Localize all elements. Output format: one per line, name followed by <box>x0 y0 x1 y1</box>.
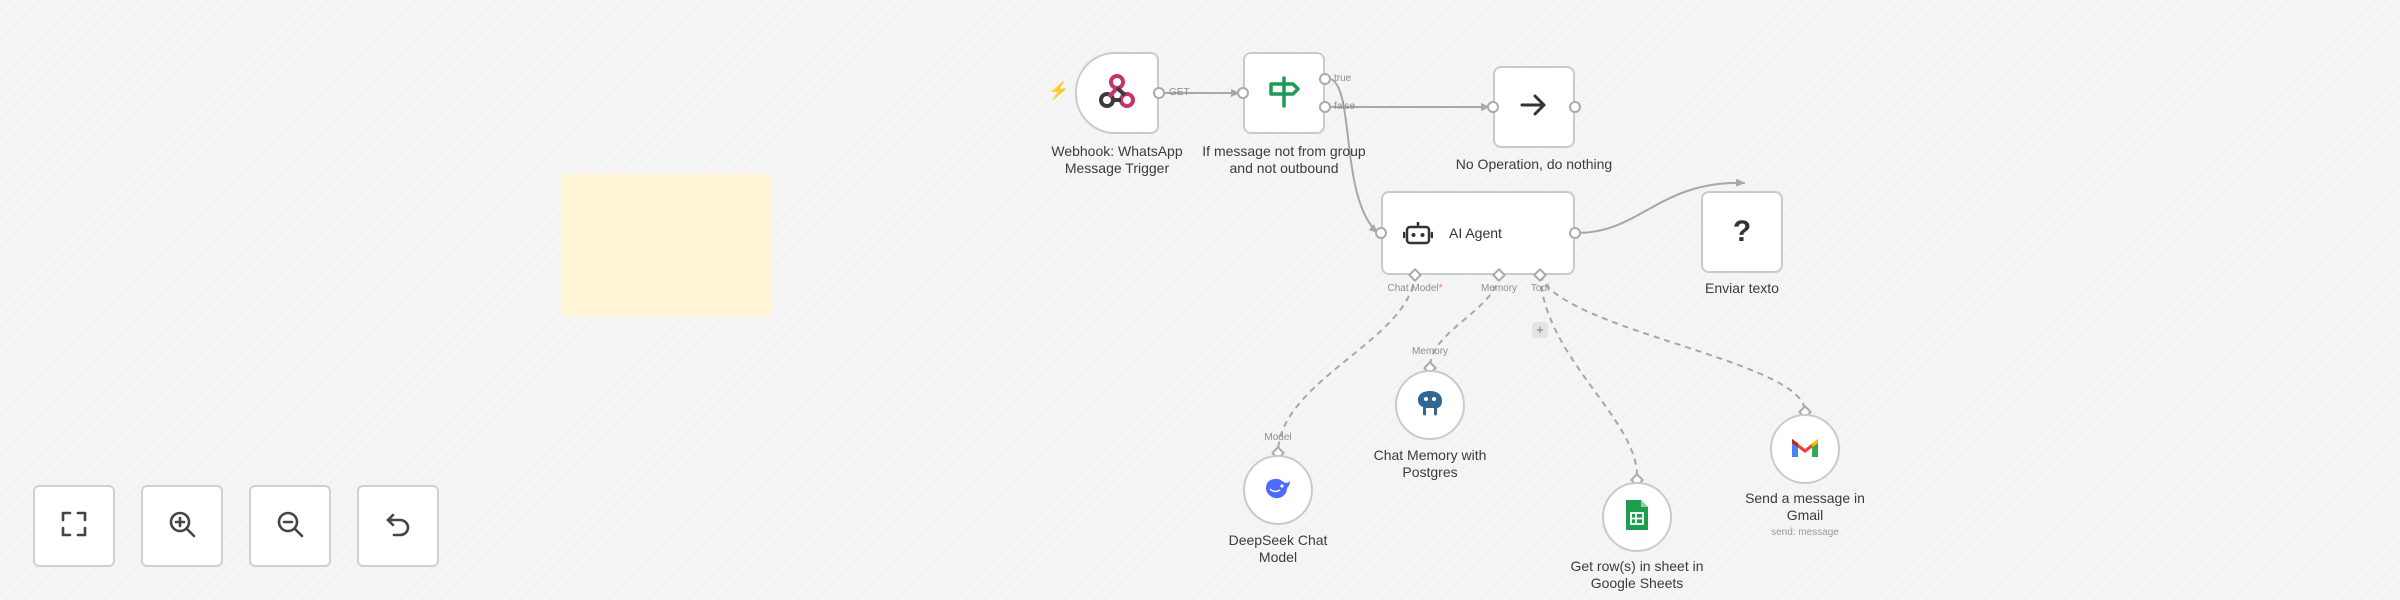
sticky-note[interactable] <box>561 174 771 316</box>
noop-output-port[interactable] <box>1569 101 1581 113</box>
zoom-in-icon <box>167 509 197 544</box>
noop-node-label: No Operation, do nothing <box>1455 156 1613 172</box>
model-input-label: Model <box>1264 432 1292 443</box>
robot-icon <box>1403 218 1433 248</box>
enviar-texto-node[interactable]: ? <box>1701 191 1783 273</box>
gmail-node-label: Send a message in Gmail <box>1745 490 1865 523</box>
noop-input-port[interactable] <box>1487 101 1499 113</box>
undo-button[interactable] <box>357 485 439 567</box>
question-mark-icon: ? <box>1732 215 1752 248</box>
edge-agent-to-enviar <box>1577 178 1746 234</box>
webhook-output-port[interactable] <box>1153 87 1165 99</box>
fit-view-button[interactable] <box>33 485 115 567</box>
if-input-port[interactable] <box>1237 87 1249 99</box>
add-tool-button[interactable]: + <box>1532 322 1548 338</box>
google-sheets-node[interactable] <box>1602 482 1672 552</box>
if-node-label: If message not from group and not outbou… <box>1202 143 1366 176</box>
if-false-port[interactable] <box>1319 101 1331 113</box>
edge-label-get: GET <box>1169 87 1190 98</box>
fit-view-icon <box>60 510 88 543</box>
zoom-out-icon <box>275 509 305 544</box>
deepseek-whale-icon <box>1262 472 1294 509</box>
deepseek-chat-model-node[interactable] <box>1243 455 1313 525</box>
gmail-node[interactable] <box>1770 414 1840 484</box>
postgres-icon <box>1415 388 1445 423</box>
tool-port-label: Tool <box>1530 283 1550 294</box>
chat-model-port-label: Chat Model* <box>1387 283 1443 294</box>
if-true-port[interactable] <box>1319 73 1331 85</box>
noop-node[interactable] <box>1493 66 1575 148</box>
google-sheets-label: Get row(s) in sheet in Google Sheets <box>1570 558 1704 591</box>
memory-port-label: Memory <box>1480 283 1518 294</box>
edge-label-false: false <box>1334 101 1356 112</box>
edge-label-true: true <box>1334 73 1352 84</box>
undo-icon <box>383 509 413 544</box>
ai-agent-node[interactable]: AI Agent <box>1381 191 1575 275</box>
zoom-out-button[interactable] <box>249 485 331 567</box>
postgres-memory-label: Chat Memory with Postgres <box>1373 447 1487 480</box>
webhook-icon <box>1097 71 1137 116</box>
postgres-memory-node[interactable] <box>1395 370 1465 440</box>
google-sheets-icon <box>1624 499 1650 536</box>
if-node[interactable] <box>1243 52 1325 134</box>
enviar-texto-label: Enviar texto <box>1705 280 1779 296</box>
agent-output-port[interactable] <box>1569 227 1581 239</box>
edge-tool-sheets <box>1539 274 1639 480</box>
edge-memory <box>1429 274 1500 367</box>
webhook-node[interactable] <box>1075 52 1159 134</box>
gmail-node-sublabel: send: message <box>1771 527 1839 538</box>
edge-if-true-to-agent <box>1330 78 1379 234</box>
arrow-right-icon <box>1517 88 1551 127</box>
webhook-node-label: Webhook: WhatsApp Message Trigger <box>1051 143 1183 176</box>
edge-tool-gmail <box>1539 274 1806 411</box>
gmail-icon <box>1790 435 1820 464</box>
ai-agent-label: AI Agent <box>1449 225 1502 241</box>
deepseek-chat-model-label: DeepSeek Chat Model <box>1228 532 1328 565</box>
memory-input-label: Memory <box>1411 346 1449 357</box>
zoom-in-button[interactable] <box>141 485 223 567</box>
trigger-bolt-icon: ⚡ <box>1048 81 1070 100</box>
signpost-icon <box>1265 72 1303 115</box>
agent-input-port[interactable] <box>1375 227 1387 239</box>
edge-chat-model <box>1277 274 1416 453</box>
